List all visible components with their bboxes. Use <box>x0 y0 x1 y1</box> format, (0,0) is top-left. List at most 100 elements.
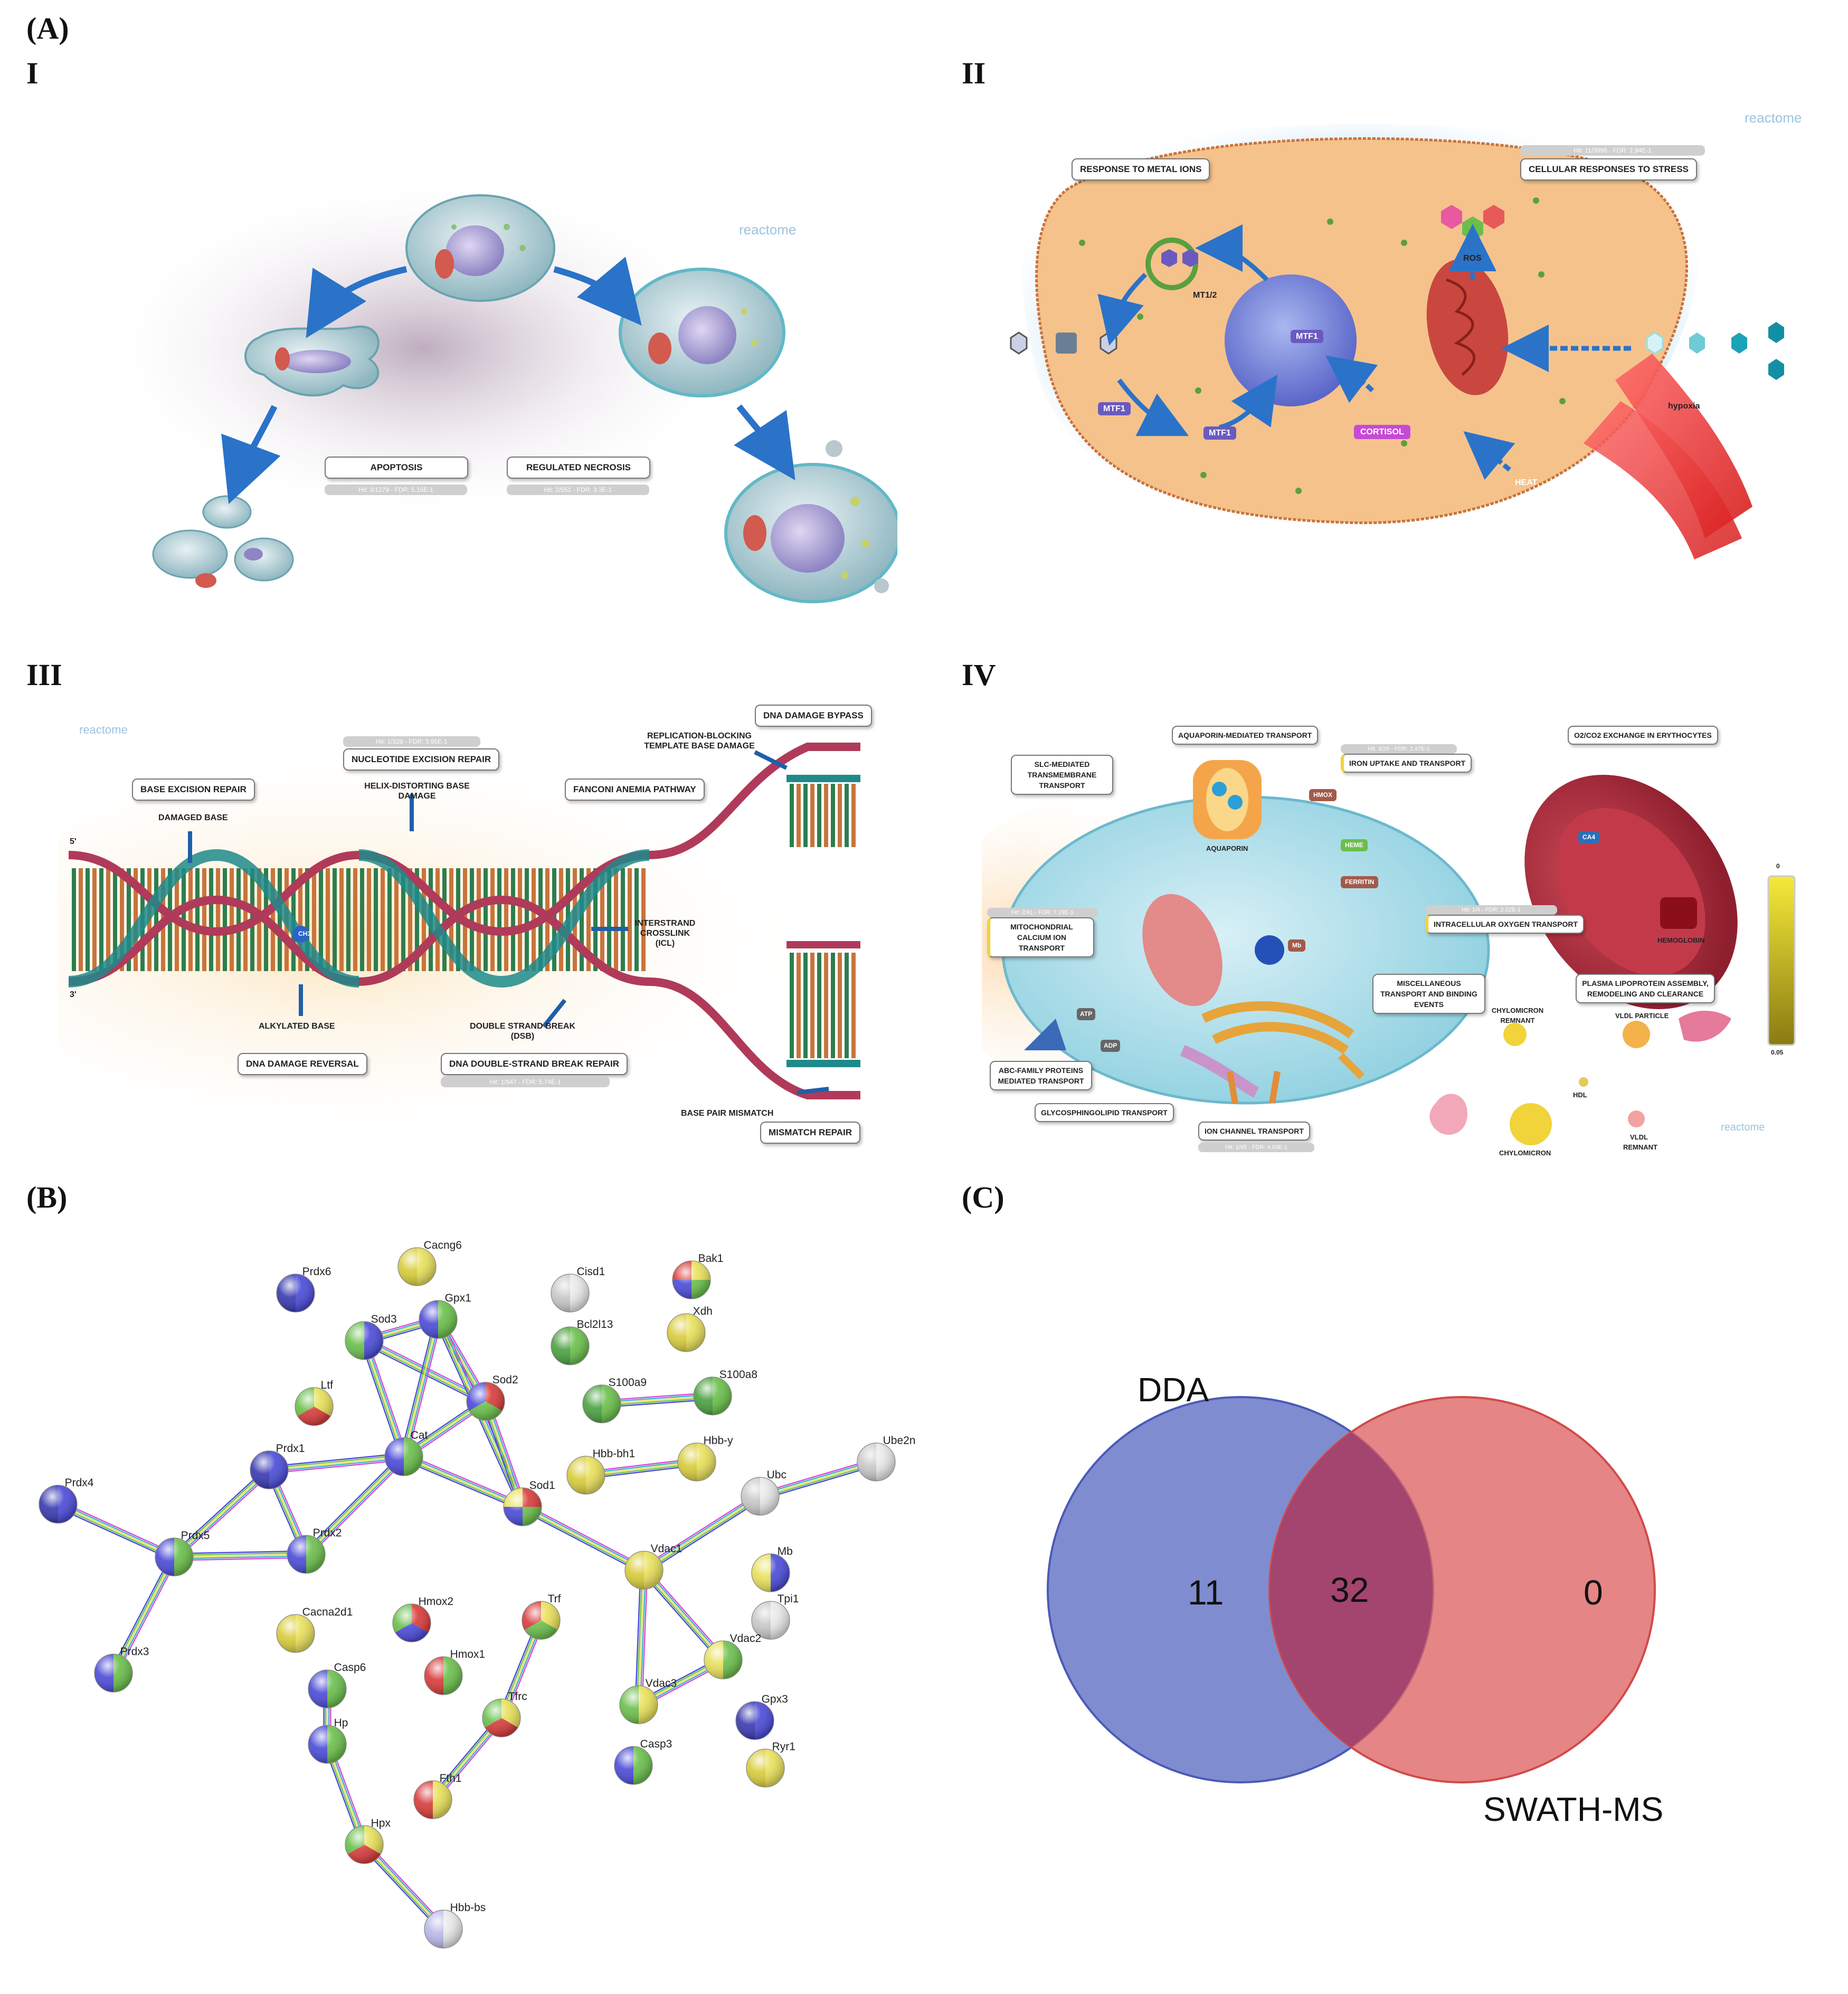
stress-illustration <box>1010 124 1784 559</box>
network-node[interactable]: S100a8 <box>693 1369 757 1416</box>
base-excision-box[interactable]: BASE EXCISION REPAIR <box>132 778 255 801</box>
network-node-label: Sod3 <box>371 1313 397 1325</box>
network-edge <box>760 1463 877 1499</box>
network-node-label: Prdx5 <box>181 1530 210 1542</box>
network-edge <box>362 1845 443 1931</box>
network-node[interactable]: Bcl2l13 <box>551 1318 613 1365</box>
network-node-label: Hp <box>334 1717 348 1729</box>
mito-box[interactable]: MITOCHONDRIAL CALCIUM ION TRANSPORT <box>987 917 1094 957</box>
o2co2-box[interactable]: O2/CO2 EXCHANGE IN ERYTHOCYTES <box>1568 726 1718 745</box>
metal-ions-box[interactable]: RESPONSE TO METAL IONS <box>1072 158 1210 181</box>
network-node[interactable]: Ryr1 <box>746 1741 795 1788</box>
network-node[interactable]: Vdac3 <box>619 1677 677 1724</box>
network-node[interactable]: Prdx1 <box>250 1442 305 1489</box>
aquaporin-transport-box[interactable]: AQUAPORIN-MEDIATED TRANSPORT <box>1172 726 1319 745</box>
network-edge <box>362 1341 403 1458</box>
mtf1-label-3: MTF1 <box>1291 330 1323 343</box>
network-node[interactable]: Cacng6 <box>397 1239 462 1286</box>
network-edge <box>56 1506 173 1561</box>
heat-label: HEAT <box>1515 478 1538 487</box>
network-edge <box>174 1553 307 1558</box>
network-node-label: Vdac3 <box>646 1677 677 1689</box>
network-node[interactable]: Sod3 <box>345 1313 397 1360</box>
network-node[interactable]: Bak1 <box>672 1252 723 1299</box>
network-node[interactable]: Hmox1 <box>424 1648 485 1695</box>
ion-channel-box[interactable]: ION CHANNEL TRANSPORT <box>1198 1122 1310 1141</box>
glyco-box[interactable]: GLYCOSPHINGOLIPID TRANSPORT <box>1035 1103 1174 1122</box>
network-node[interactable]: Prdx6 <box>276 1266 331 1313</box>
iron-stat: Hit: 3/29 - FDR: 2.47E-1 <box>1341 744 1457 754</box>
network-node[interactable]: Gpx1 <box>419 1292 471 1339</box>
network-edge <box>58 1502 175 1556</box>
network-edge <box>406 1320 442 1458</box>
apoptosis-box[interactable]: APOPTOSIS <box>325 457 468 479</box>
misc-box[interactable]: MISCELLANEOUS TRANSPORT AND BINDING EVEN… <box>1372 974 1485 1014</box>
network-node-label: Sod1 <box>529 1479 555 1492</box>
network-node[interactable]: Vdac1 <box>624 1543 682 1590</box>
network-edge <box>269 1459 404 1474</box>
network-node[interactable]: Tfrc <box>482 1691 527 1737</box>
network-edge <box>173 1468 269 1556</box>
network-node[interactable]: Fth1 <box>413 1772 462 1819</box>
panel-c-venn: DDA SWATH-MS 11 32 0 <box>1035 1356 1763 1847</box>
network-node[interactable]: Ltf <box>295 1379 334 1426</box>
network-edge <box>646 1567 726 1658</box>
ca4-label: CA4 <box>1578 831 1600 843</box>
network-node-label: Prdx4 <box>65 1477 94 1489</box>
network-node-label: Bcl2l13 <box>577 1318 613 1331</box>
ner-box[interactable]: NUCLEOTIDE EXCISION REPAIR <box>343 748 500 771</box>
network-node[interactable]: Gpx3 <box>735 1693 788 1740</box>
dsb-repair-box[interactable]: DNA DOUBLE-STRAND BREAK REPAIR <box>441 1053 628 1075</box>
network-node[interactable]: Hbb-bs <box>424 1902 486 1949</box>
stress-box[interactable]: CELLULAR RESPONSES TO STRESS <box>1520 158 1697 181</box>
network-node[interactable]: Mb <box>751 1545 793 1592</box>
fanconi-box[interactable]: FANCONI ANEMIA PATHWAY <box>565 778 705 801</box>
network-node[interactable]: Prdx3 <box>94 1646 149 1693</box>
network-node[interactable]: Xdh <box>667 1305 713 1352</box>
network-node[interactable]: Sod2 <box>466 1374 518 1421</box>
network-node[interactable]: Tpi1 <box>751 1593 799 1640</box>
three-prime-left: 3' <box>70 990 77 999</box>
network-node[interactable]: Hp <box>308 1717 348 1764</box>
network-node[interactable]: Hbb-bh1 <box>566 1448 635 1495</box>
network-node[interactable]: Cacna2d1 <box>276 1606 353 1653</box>
plasma-box[interactable]: PLASMA LIPOPROTEIN ASSEMBLY, REMODELING … <box>1576 974 1715 1003</box>
network-edge <box>401 1318 438 1457</box>
network-node-label: Prdx2 <box>313 1527 342 1539</box>
network-edge <box>645 1498 763 1574</box>
network-node[interactable]: Ubc <box>741 1469 786 1516</box>
network-node[interactable]: Prdx2 <box>287 1527 342 1574</box>
mb-label: Mb <box>1288 939 1306 952</box>
network-node[interactable]: Cat <box>384 1429 428 1476</box>
network-node-label: S100a9 <box>609 1376 647 1389</box>
network-node[interactable]: Cisd1 <box>551 1266 605 1313</box>
ioxy-box[interactable]: INTRACELLULAR OXYGEN TRANSPORT <box>1425 915 1584 934</box>
network-node-label: Cisd1 <box>577 1266 605 1278</box>
network-node[interactable]: Vdac2 <box>704 1632 761 1679</box>
slc-box[interactable]: SLC-MEDIATED TRANSMEMBRANE TRANSPORT <box>1011 755 1113 795</box>
necrosis-box[interactable]: REGULATED NECROSIS <box>507 457 650 479</box>
network-node[interactable]: S100a9 <box>582 1376 647 1423</box>
mismatch-repair-box[interactable]: MISMATCH REPAIR <box>760 1122 861 1144</box>
hdl-label: HDL <box>1573 1091 1587 1099</box>
network-node[interactable]: Trf <box>522 1593 561 1640</box>
network-node[interactable]: Hpx <box>345 1817 391 1864</box>
network-node[interactable]: Ube2n <box>857 1435 915 1482</box>
network-node[interactable]: Prdx4 <box>39 1477 94 1524</box>
iron-box[interactable]: IRON UPTAKE AND TRANSPORT <box>1341 754 1472 773</box>
network-node-label: Cat <box>411 1429 428 1441</box>
panel-iv-transport: AQUAPORIN-MEDIATED TRANSPORT Hit: 3/29 -… <box>982 723 1816 1157</box>
network-node[interactable]: Hmox2 <box>392 1596 453 1642</box>
bypass-box[interactable]: DNA DAMAGE BYPASS <box>755 705 872 727</box>
network-node[interactable]: Prdx5 <box>155 1530 210 1577</box>
network-node-label: Casp6 <box>334 1661 366 1674</box>
network-edge <box>524 1503 646 1568</box>
reversal-box[interactable]: DNA DAMAGE REVERSAL <box>238 1053 367 1075</box>
network-node[interactable]: Sod1 <box>503 1479 555 1526</box>
network-node[interactable]: Hbb-y <box>677 1435 733 1482</box>
network-node[interactable]: Casp6 <box>308 1661 366 1708</box>
panel-ii-label: II <box>962 56 986 90</box>
abc-box[interactable]: ABC-FAMILY PROTEINS MEDIATED TRANSPORT <box>990 1061 1092 1090</box>
network-node[interactable]: Casp3 <box>614 1738 672 1785</box>
